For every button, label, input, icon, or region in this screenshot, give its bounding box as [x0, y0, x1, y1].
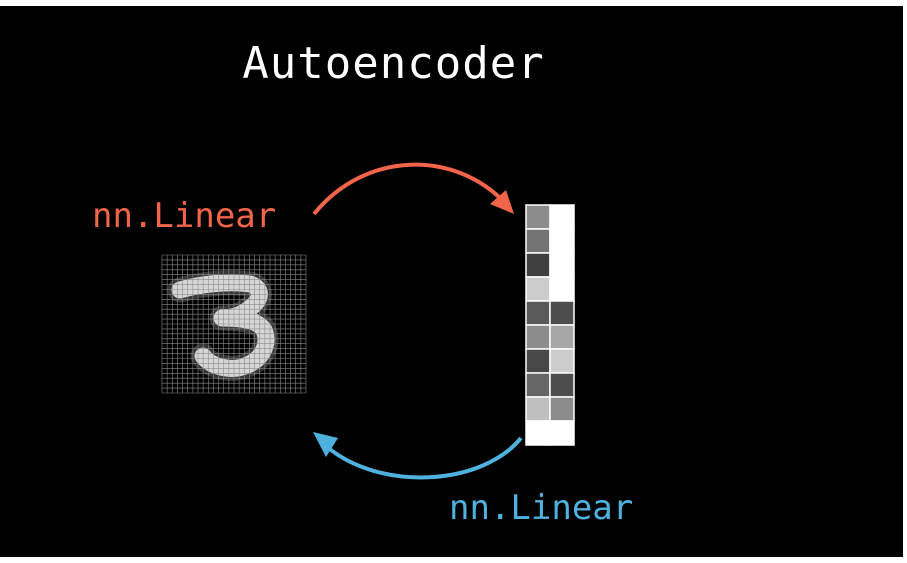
decoder-label: nn.Linear: [449, 488, 634, 528]
digit-three-stroke: [171, 274, 275, 377]
pixel-grid: [161, 254, 307, 394]
diagram-title: Autoencoder: [242, 38, 545, 89]
latent-cell: [549, 324, 575, 350]
decoder-arrow: [313, 432, 523, 480]
latent-cell: [549, 420, 575, 446]
latent-cell: [525, 276, 551, 302]
latent-vector: [525, 204, 575, 446]
latent-cell: [525, 420, 551, 446]
encoder-arrow: [312, 162, 514, 216]
latent-cell: [549, 300, 575, 326]
decoder-arrow-head: [313, 432, 338, 457]
decoder-arrow-curve: [324, 436, 523, 480]
latent-cell: [525, 348, 551, 374]
latent-cell: [549, 372, 575, 398]
input-digit-strokes: [167, 270, 279, 381]
input-digit-image: [161, 254, 307, 394]
latent-cell: [525, 252, 551, 278]
latent-cell: [525, 396, 551, 422]
latent-cell: [525, 300, 551, 326]
latent-cell: [549, 204, 575, 230]
encoder-arrow-head: [490, 190, 514, 214]
latent-cell: [525, 228, 551, 254]
latent-cell: [549, 276, 575, 302]
digit-three-halo: [167, 270, 279, 381]
latent-cell: [549, 252, 575, 278]
encoder-arrow-curve: [312, 162, 508, 216]
latent-cell: [525, 372, 551, 398]
latent-cell: [525, 204, 551, 230]
latent-cell: [525, 324, 551, 350]
encoder-label: nn.Linear: [92, 196, 277, 236]
latent-cell: [549, 348, 575, 374]
latent-cell: [549, 396, 575, 422]
latent-cell: [549, 228, 575, 254]
diagram-canvas: [0, 6, 903, 557]
